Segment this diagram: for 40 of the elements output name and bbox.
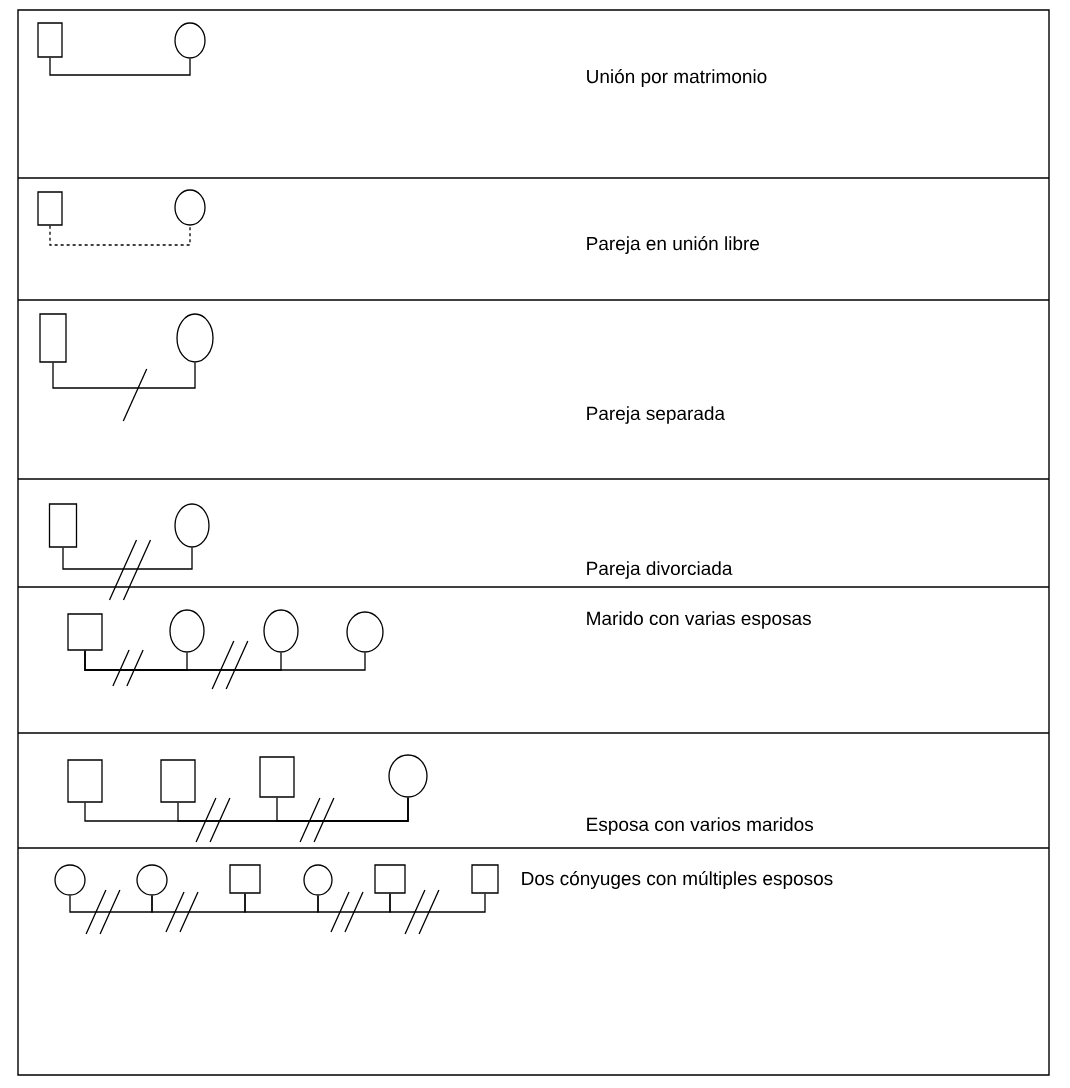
female-circle (303, 864, 333, 896)
row-label: Pareja en unión libre (587, 236, 760, 254)
union-line (49, 57, 191, 76)
male-square (67, 759, 103, 803)
male-square (229, 864, 261, 894)
female-circle (176, 313, 214, 363)
row-label: Pareja separada (587, 406, 726, 424)
male-square (471, 864, 499, 894)
union-line (69, 895, 153, 913)
female-circle (174, 189, 206, 226)
union-line (276, 797, 409, 822)
male-square (39, 313, 67, 363)
row-label: Marido con varias esposas (587, 611, 811, 629)
female-circle (174, 503, 210, 548)
row-label: Unión por matrimonio (587, 69, 767, 87)
male-square (160, 759, 196, 803)
row-label: Dos cónyuges con múltiples esposos (522, 871, 833, 889)
union-line (52, 362, 196, 389)
union-line (151, 893, 246, 913)
union-line (49, 225, 191, 246)
female-circle (263, 609, 299, 653)
union-line (62, 547, 193, 570)
union-line (84, 650, 366, 671)
union-line (244, 893, 319, 913)
row-label: Pareja divorciada (587, 561, 733, 579)
male-square (374, 864, 406, 894)
row-label: Esposa con varios maridos (587, 817, 813, 835)
female-circle (54, 864, 86, 896)
male-square (259, 756, 295, 798)
female-circle (346, 611, 384, 653)
male-square (37, 191, 63, 226)
female-circle (388, 754, 428, 798)
male-square (37, 22, 63, 58)
female-circle (169, 609, 205, 653)
union-line (389, 893, 486, 913)
male-square (67, 613, 103, 651)
female-circle (136, 864, 168, 896)
female-circle (174, 22, 206, 59)
male-square (48, 503, 78, 548)
union-line (317, 893, 391, 913)
